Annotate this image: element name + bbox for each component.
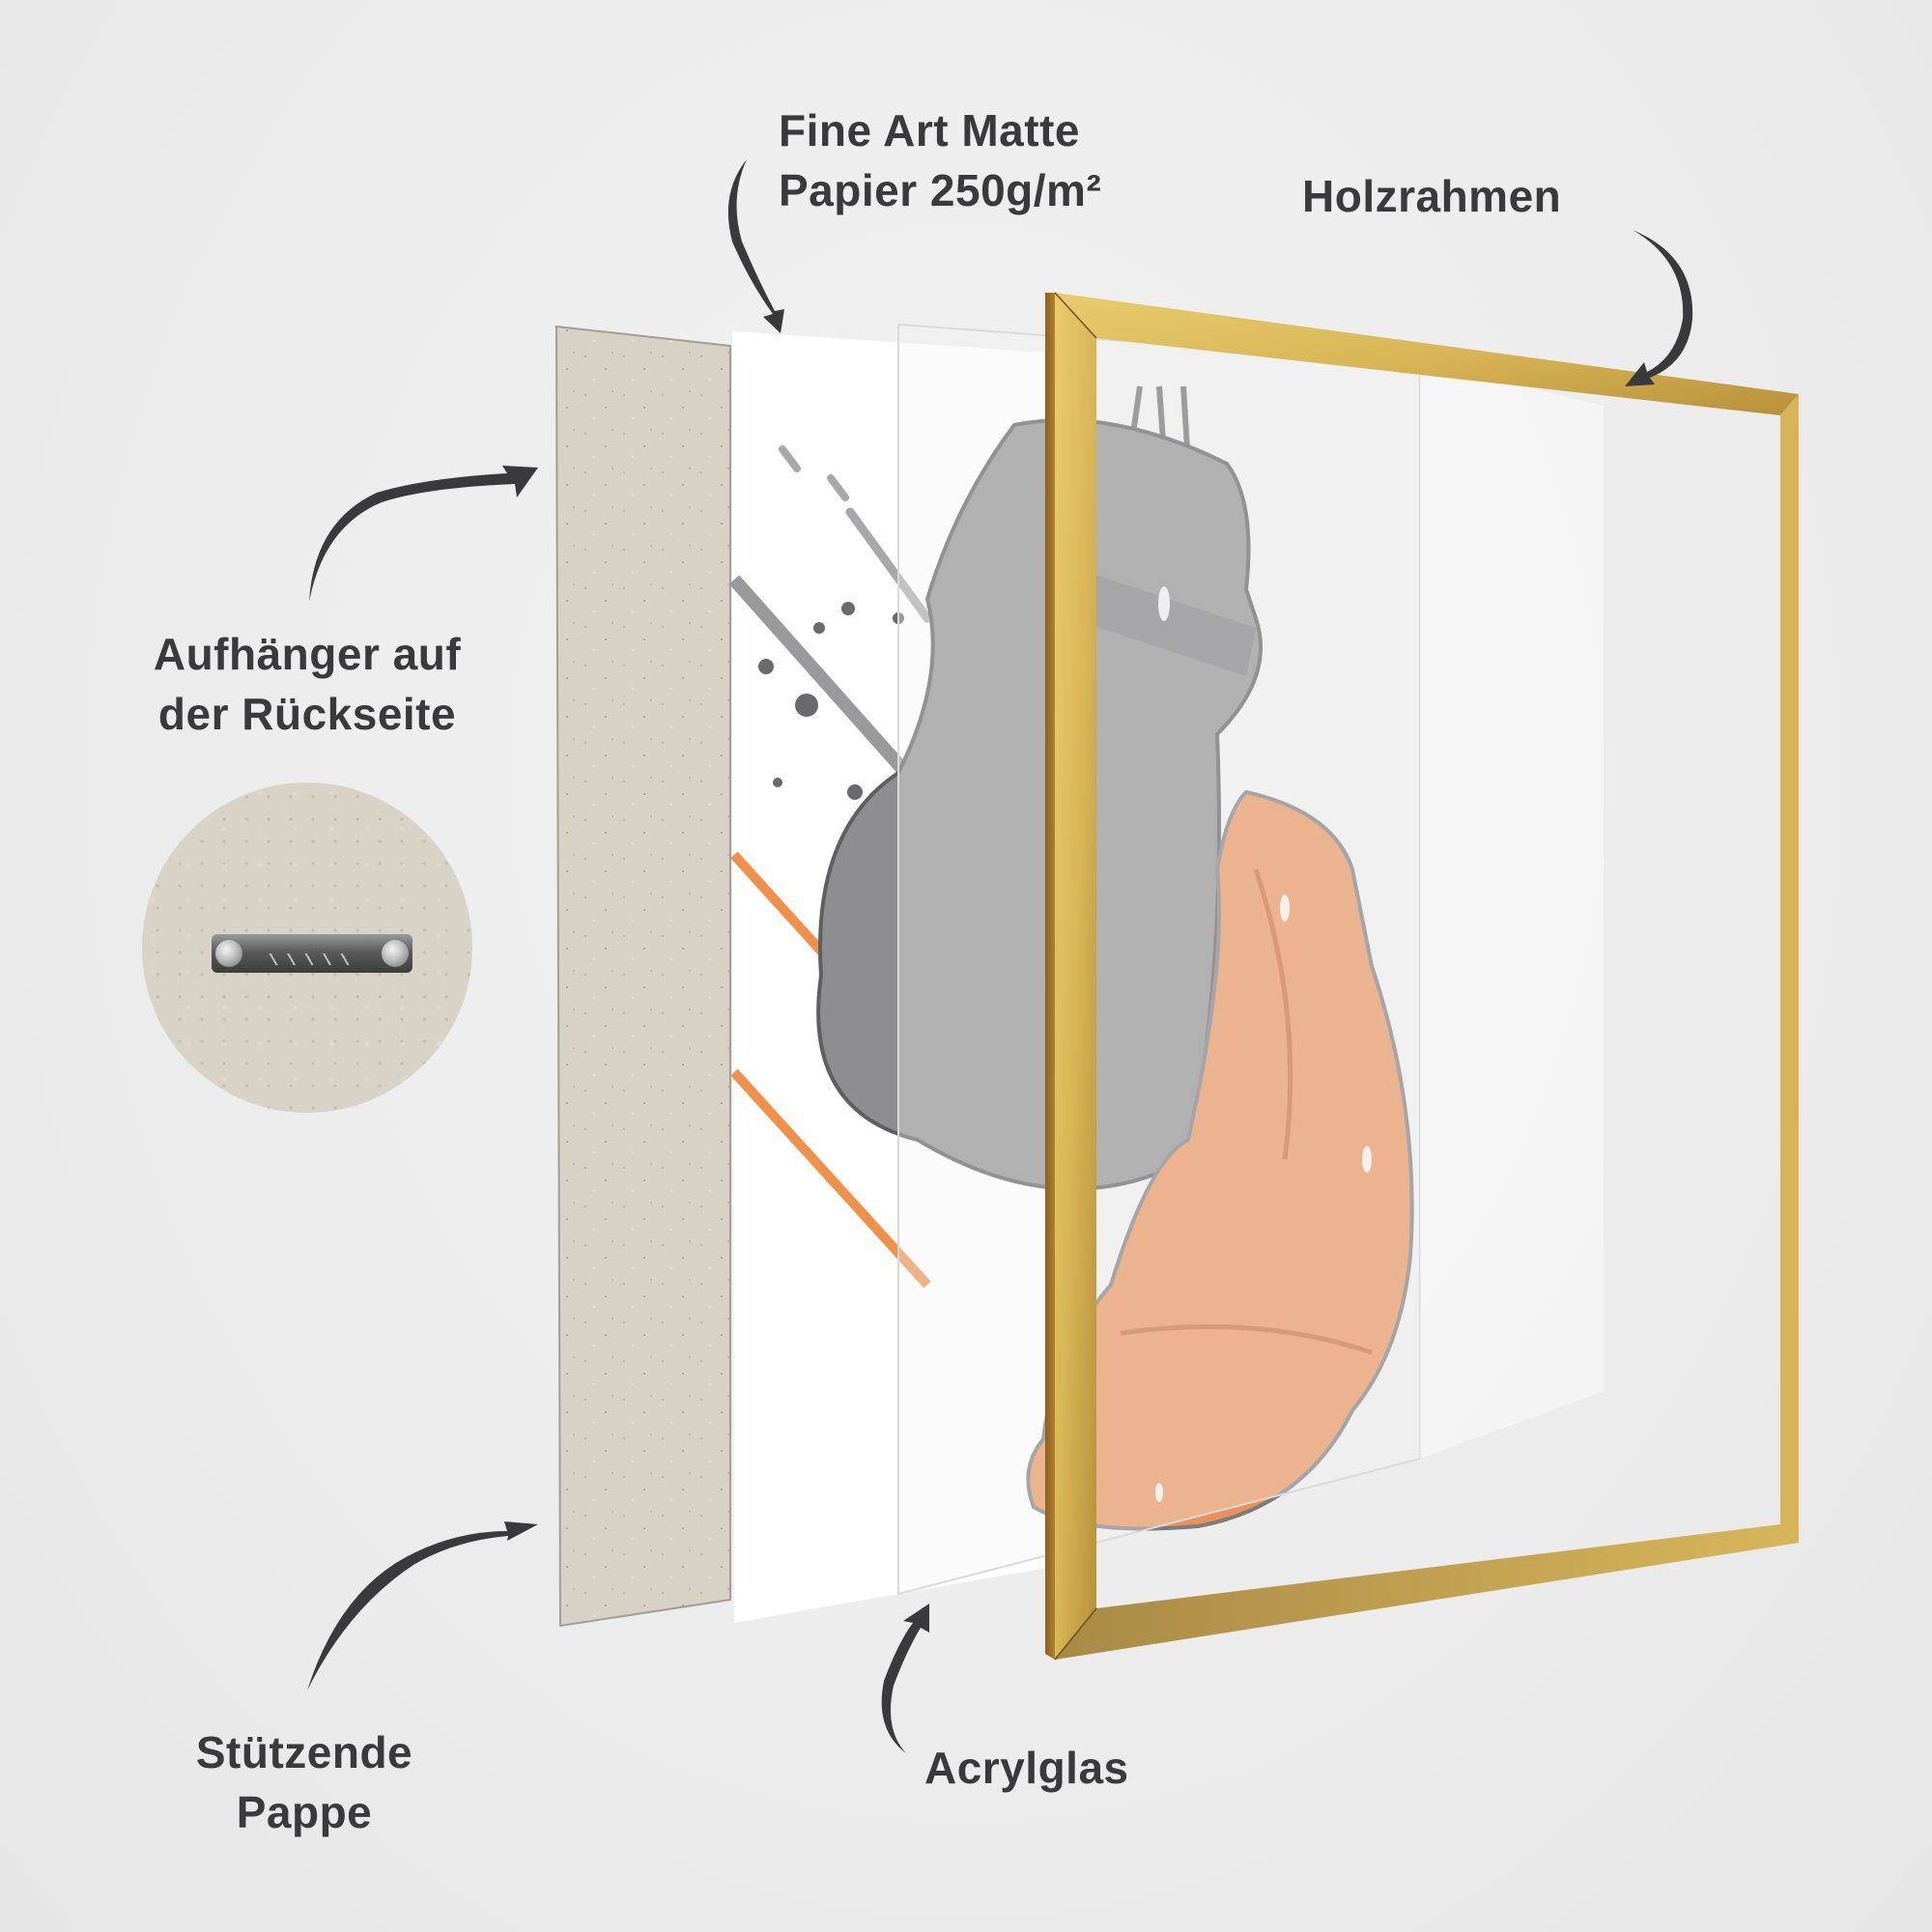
label-hanger: Aufhänger auf der Rückseite (114, 624, 500, 744)
label-line: Aufhänger auf (153, 629, 462, 679)
label-line: Papier 250g/m² (779, 165, 1102, 215)
label-line: Stützende (195, 1727, 413, 1777)
label-line: Fine Art Matte (779, 105, 1080, 156)
arrow-to-paper (727, 159, 784, 333)
wood-frame (1045, 292, 1799, 1661)
grey-boxing-glove (816, 385, 1263, 1191)
arrow-to-hanger-board (309, 466, 538, 602)
label-backing-board: Stützende Pappe (159, 1722, 449, 1842)
hanger-teeth (266, 953, 358, 965)
hanger-callout-circle (142, 782, 472, 1113)
label-wood-frame: Holzrahmen (1302, 166, 1561, 226)
arrow-to-backing-board (307, 1521, 538, 1690)
arrow-to-frame (1625, 230, 1693, 386)
hanger-rivet-left (215, 940, 242, 967)
label-line: Pappe (236, 1787, 373, 1837)
label-line: Acrylglas (924, 1743, 1129, 1793)
label-line: Holzrahmen (1302, 171, 1562, 221)
sawtooth-hanger-icon (212, 934, 412, 973)
orange-boxing-glove (1026, 789, 1414, 1531)
label-acrylic-glass: Acrylglas (924, 1738, 1129, 1798)
acrylic-glass (897, 323, 1604, 1596)
arrow-to-acrylic (881, 1604, 929, 1753)
backing-board (554, 325, 731, 1628)
hanger-rivet-right (382, 940, 409, 967)
label-fine-art-paper: Fine Art Matte Papier 250g/m² (779, 100, 1101, 220)
label-line: der Rückseite (157, 689, 457, 739)
